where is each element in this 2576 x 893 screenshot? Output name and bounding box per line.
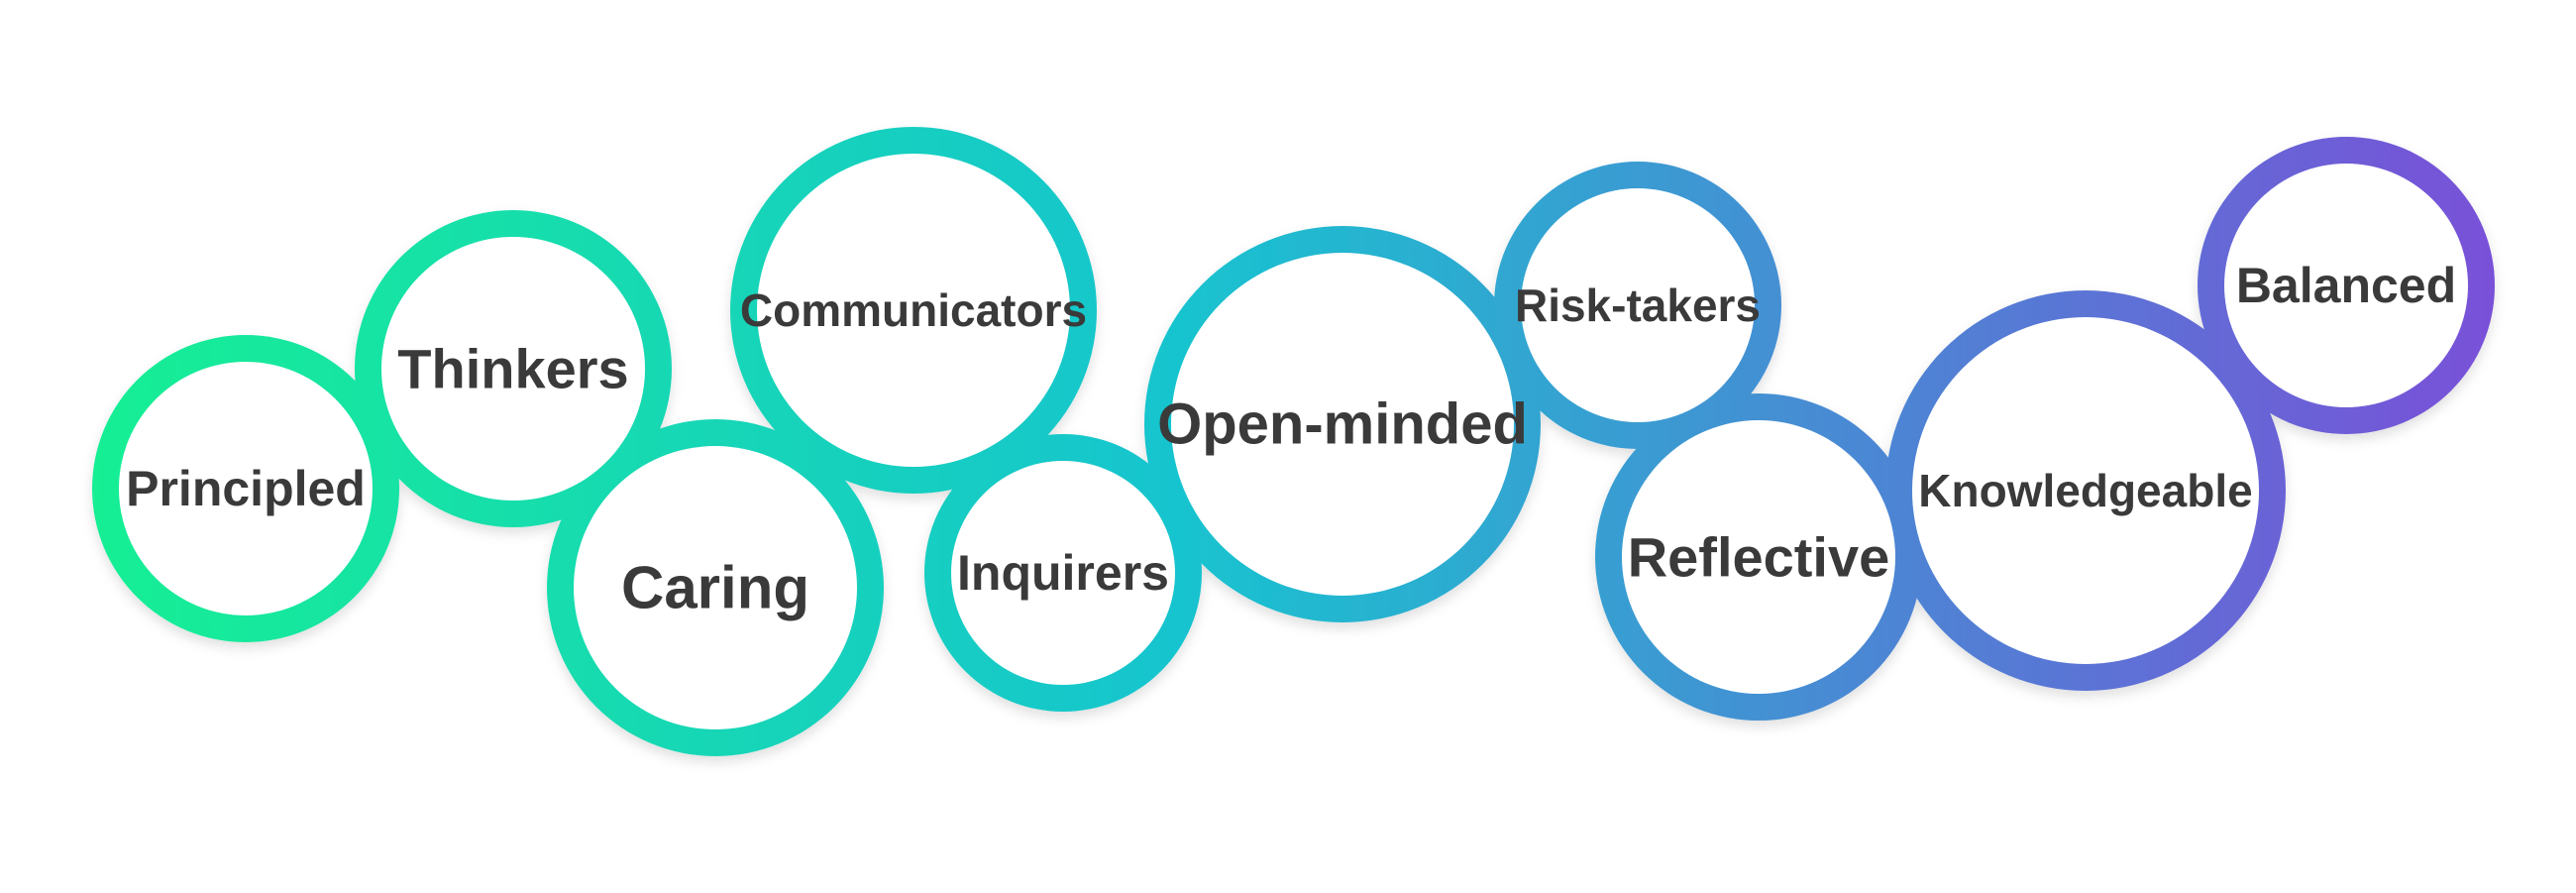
trait-node-communicators: Communicators [740, 154, 1087, 467]
trait-node-reflective: Reflective [1622, 420, 1895, 694]
trait-label-open-minded: Open-minded [1157, 392, 1528, 457]
trait-node-inquirers: Inquirers [951, 461, 1175, 685]
trait-node-open-minded: Open-minded [1157, 253, 1528, 596]
trait-label-reflective: Reflective [1628, 526, 1890, 589]
trait-label-balanced: Balanced [2236, 258, 2456, 313]
trait-node-balanced: Balanced [2224, 164, 2468, 407]
trait-label-inquirers: Inquirers [957, 545, 1169, 601]
trait-label-caring: Caring [621, 555, 809, 621]
trait-label-knowledgeable: Knowledgeable [1918, 465, 2252, 516]
trait-circle-risk-takers [1521, 188, 1755, 422]
trait-circle-open-minded [1171, 253, 1514, 596]
trait-circle-reflective [1622, 420, 1895, 694]
trait-node-principled: Principled [119, 362, 373, 615]
trait-circle-balanced [2224, 164, 2468, 407]
trait-circle-inquirers [951, 461, 1175, 685]
trait-circle-communicators [757, 154, 1070, 467]
trait-label-communicators: Communicators [740, 284, 1087, 336]
trait-node-knowledgeable: Knowledgeable [1912, 317, 2259, 664]
trait-circle-knowledgeable [1912, 317, 2259, 664]
trait-label-principled: Principled [126, 461, 366, 516]
trait-node-risk-takers: Risk-takers [1515, 188, 1761, 422]
trait-circle-caring [574, 446, 857, 729]
trait-node-thinkers: Thinkers [381, 237, 645, 501]
trait-label-thinkers: Thinkers [397, 338, 628, 400]
trait-circle-thinkers [381, 237, 645, 501]
trait-node-caring: Caring [574, 446, 857, 729]
trait-label-risk-takers: Risk-takers [1515, 279, 1761, 331]
trait-circle-principled [119, 362, 373, 615]
